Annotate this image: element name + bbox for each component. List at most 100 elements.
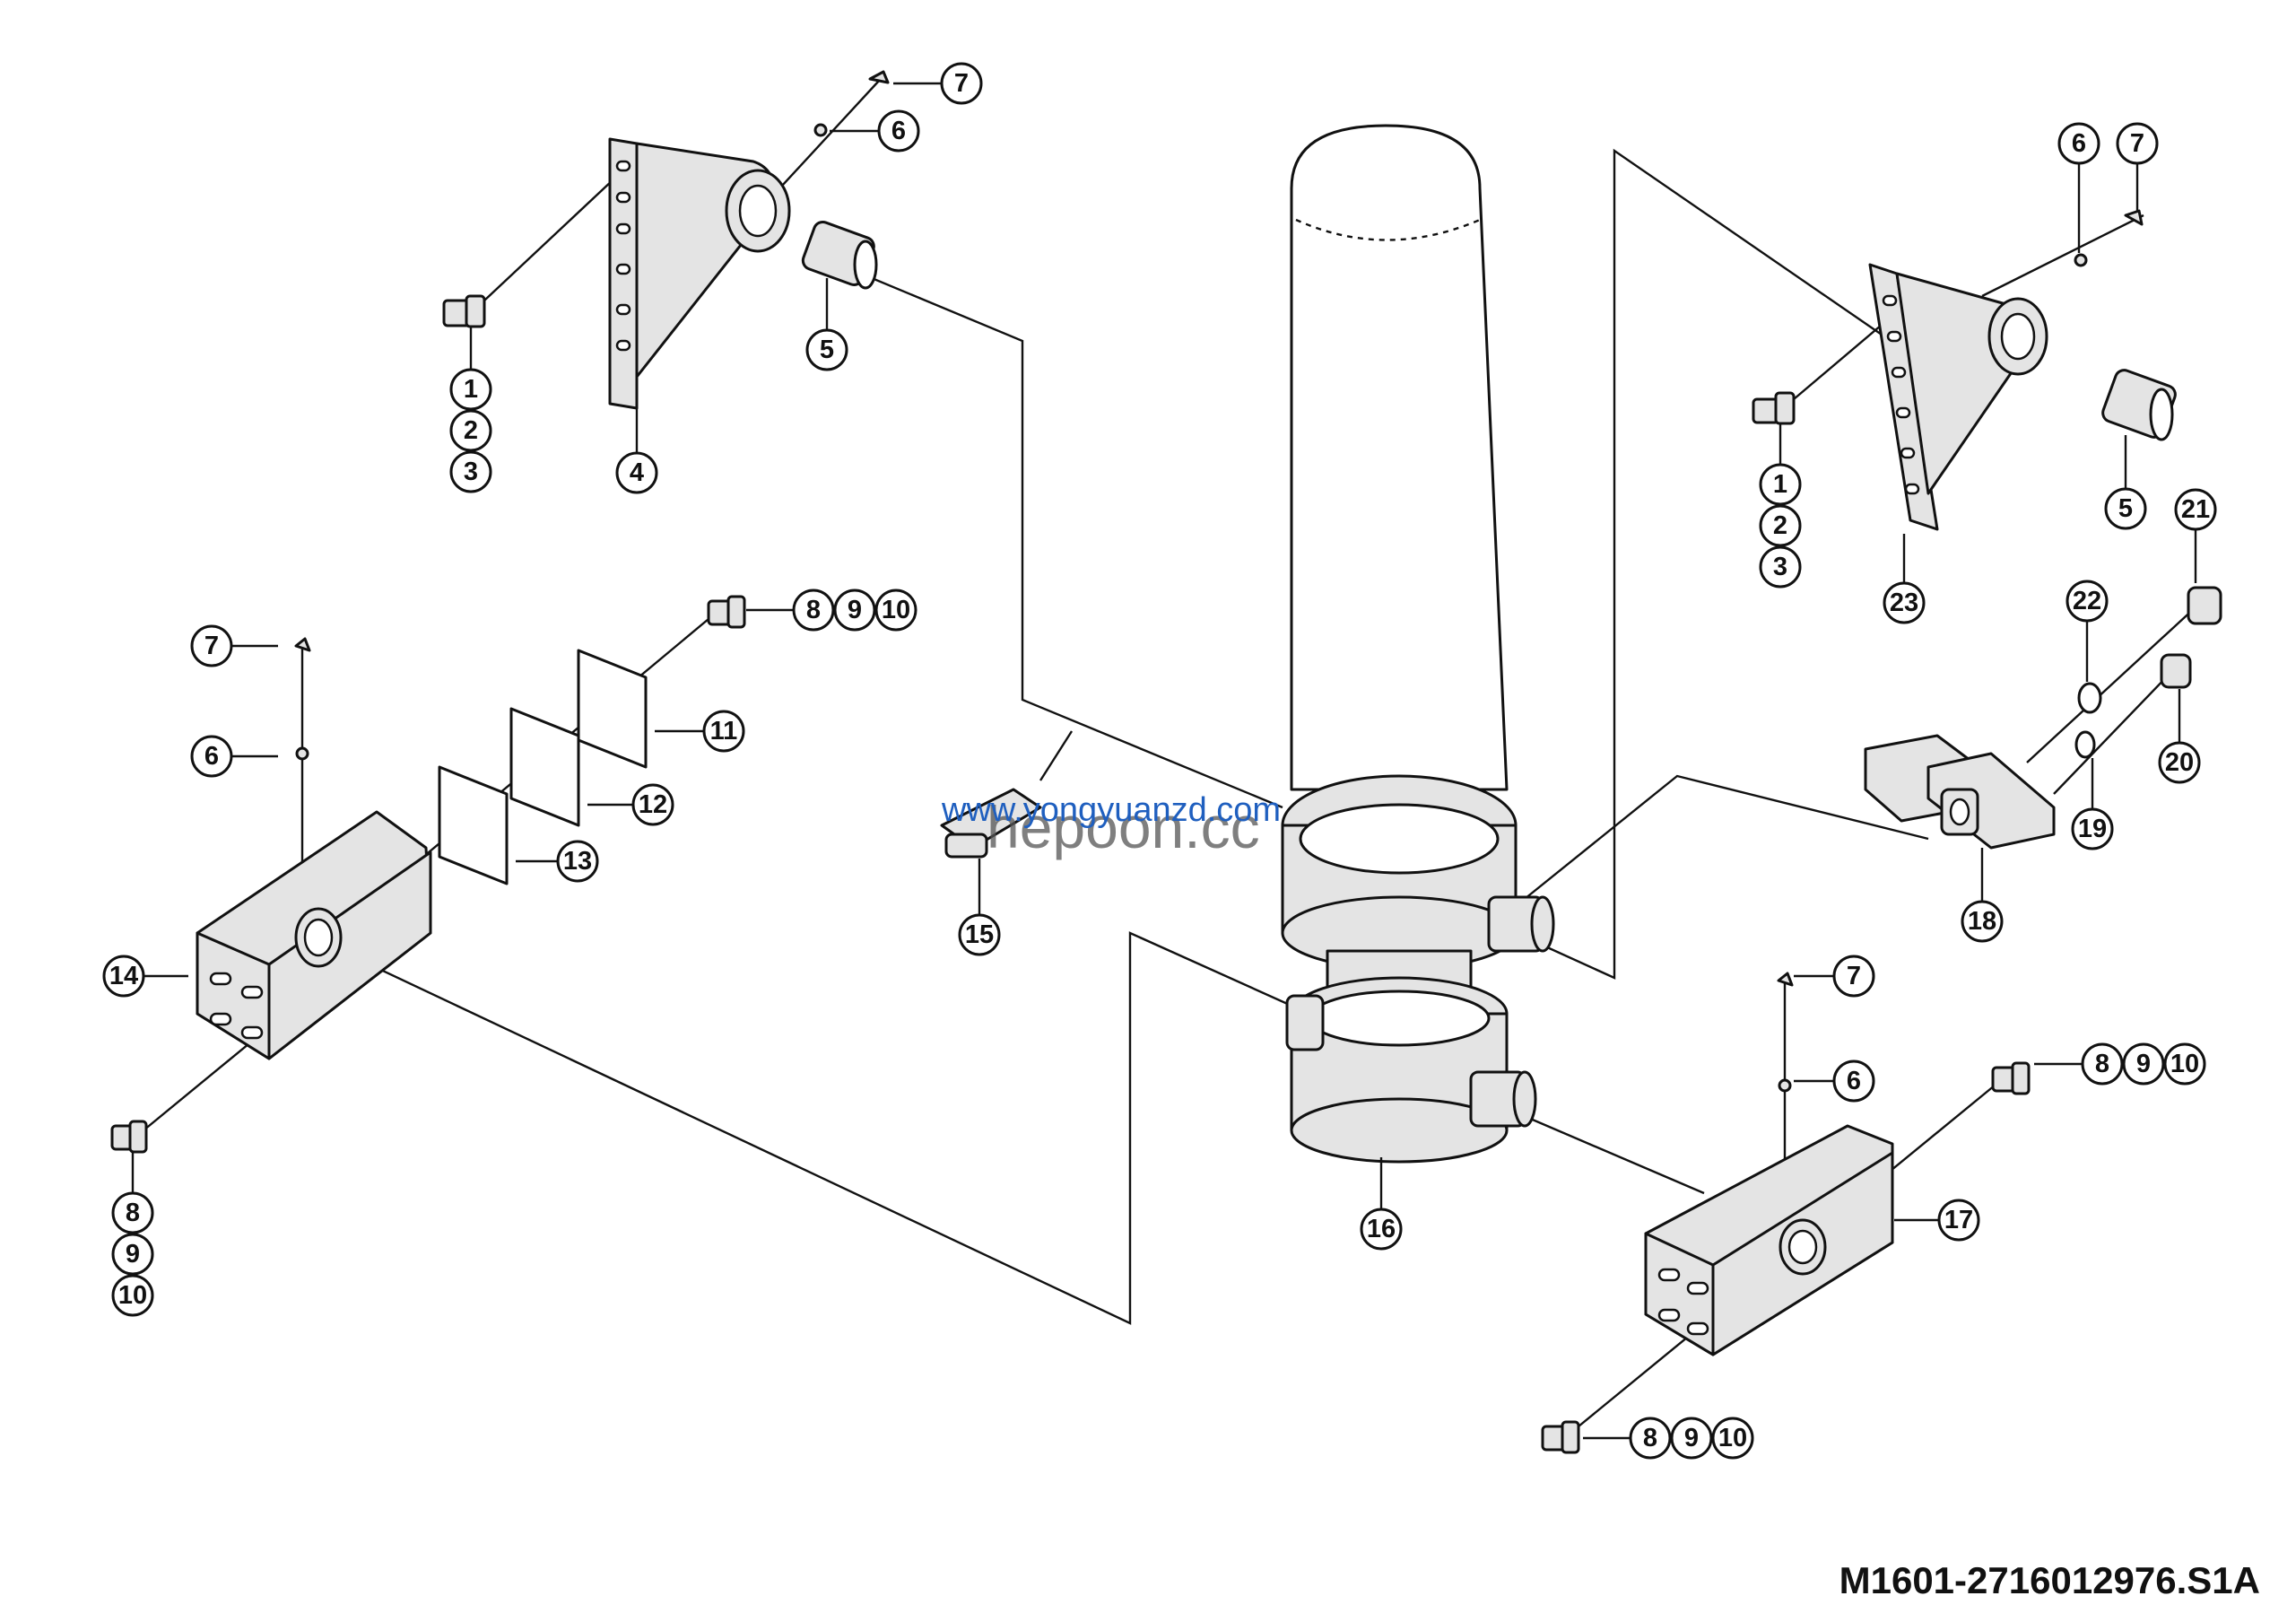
callout-22: 22 <box>2066 580 2109 623</box>
svg-text:13: 13 <box>563 847 592 876</box>
callout-5: 5 <box>805 328 848 371</box>
svg-text:10: 10 <box>118 1281 147 1310</box>
callout-10: 10 <box>111 1274 154 1317</box>
svg-text:20: 20 <box>2165 748 2194 777</box>
callout-16: 16 <box>1360 1208 1403 1251</box>
callout-3: 3 <box>449 450 492 493</box>
callout-9: 9 <box>111 1233 154 1276</box>
callout-2: 2 <box>1759 504 1802 547</box>
svg-text:9: 9 <box>126 1240 140 1269</box>
svg-text:11: 11 <box>710 717 738 746</box>
watermark-primary: www.yongyuanzd.com <box>941 791 1281 829</box>
callout-7: 7 <box>1832 955 1875 998</box>
svg-text:18: 18 <box>1968 907 1996 936</box>
svg-text:14: 14 <box>109 962 138 990</box>
svg-text:6: 6 <box>204 742 219 771</box>
callout-15: 15 <box>958 913 1001 956</box>
right-grease-fitting <box>2074 209 2144 267</box>
callout-2: 2 <box>449 409 492 452</box>
svg-text:7: 7 <box>954 69 969 98</box>
callout-5: 5 <box>2104 487 2147 530</box>
left-base-mount <box>196 810 432 1060</box>
callout-9: 9 <box>1670 1417 1713 1460</box>
callout-10: 10 <box>1711 1417 1754 1460</box>
callout-12: 12 <box>631 783 674 826</box>
svg-text:21: 21 <box>2181 495 2210 524</box>
callout-23: 23 <box>1883 581 1926 624</box>
svg-text:22: 22 <box>2073 587 2101 615</box>
callout-11: 11 <box>702 710 745 753</box>
callout-9: 9 <box>833 589 876 632</box>
svg-text:9: 9 <box>2136 1050 2151 1078</box>
callout-1: 1 <box>1759 463 1802 506</box>
svg-text:3: 3 <box>464 458 478 486</box>
svg-text:1: 1 <box>1773 470 1787 499</box>
left-bushing <box>801 220 878 290</box>
svg-text:7: 7 <box>204 632 219 660</box>
callout-20: 20 <box>2158 741 2201 784</box>
svg-text:17: 17 <box>1944 1206 1973 1234</box>
pressure-sensor <box>940 730 1074 859</box>
callout-4: 4 <box>615 451 658 494</box>
svg-text:7: 7 <box>1847 962 1861 990</box>
svg-text:12: 12 <box>639 790 667 819</box>
callout-6: 6 <box>1832 1060 1875 1103</box>
left-bracket-bolt <box>442 294 486 328</box>
right-base-bolts <box>1541 1061 2031 1454</box>
svg-text:8: 8 <box>2095 1050 2109 1078</box>
svg-text:23: 23 <box>1890 589 1918 617</box>
callout-8: 8 <box>2081 1042 2124 1086</box>
callout-6: 6 <box>2057 122 2100 165</box>
svg-text:8: 8 <box>1643 1424 1657 1452</box>
valve-fittings <box>2074 586 2222 759</box>
svg-text:15: 15 <box>965 920 994 949</box>
left-mounting-bracket <box>608 137 791 410</box>
callout-21: 21 <box>2174 488 2217 531</box>
svg-text:9: 9 <box>1684 1424 1699 1452</box>
shim-plates <box>438 649 648 885</box>
callout-8: 8 <box>111 1191 154 1234</box>
right-base-mount <box>1644 1124 1894 1356</box>
svg-text:10: 10 <box>882 596 910 624</box>
callout-3: 3 <box>1759 545 1802 589</box>
svg-text:7: 7 <box>2130 129 2144 158</box>
callout-10: 10 <box>874 589 918 632</box>
callout-19: 19 <box>2071 807 2114 850</box>
left-grease-fitting <box>813 70 890 137</box>
callout-8: 8 <box>1629 1417 1672 1460</box>
callout-1: 1 <box>449 368 492 411</box>
svg-text:6: 6 <box>891 117 906 145</box>
callout-8: 8 <box>792 589 835 632</box>
callout-17: 17 <box>1937 1199 1980 1242</box>
svg-text:8: 8 <box>806 596 821 624</box>
valve-block <box>1864 734 2056 850</box>
svg-text:2: 2 <box>1773 511 1787 540</box>
callout-bubbles: 7 6 5 1 2 3 4 7 6 8 9 10 11 12 13 14 8 9… <box>102 62 2217 1460</box>
svg-text:5: 5 <box>2118 494 2133 523</box>
callout-13: 13 <box>556 840 599 883</box>
watermark-secondary: hepoon.cc <box>987 794 1260 860</box>
callout-18: 18 <box>1961 900 2004 943</box>
right-mounting-bracket <box>1868 263 2048 531</box>
right-base-grease-fitting <box>1777 972 1794 1093</box>
callout-14: 14 <box>102 955 145 998</box>
svg-text:9: 9 <box>848 596 862 624</box>
svg-text:5: 5 <box>820 336 834 364</box>
svg-text:3: 3 <box>1773 553 1787 581</box>
right-bushing <box>2101 369 2177 441</box>
hydraulic-cylinder <box>1281 124 1555 1164</box>
callout-7: 7 <box>2116 122 2159 165</box>
svg-text:10: 10 <box>2170 1050 2199 1078</box>
callout-10: 10 <box>2163 1042 2206 1086</box>
svg-text:1: 1 <box>464 375 478 404</box>
svg-text:2: 2 <box>464 416 478 445</box>
drawing-code: M1601-2716012976.S1A <box>1839 1559 2260 1601</box>
svg-text:6: 6 <box>1847 1067 1861 1095</box>
right-bracket-bolt <box>1752 391 1796 425</box>
svg-text:16: 16 <box>1367 1215 1396 1243</box>
svg-text:4: 4 <box>630 458 644 487</box>
left-base-bolts <box>110 595 746 1154</box>
callout-9: 9 <box>2122 1042 2165 1086</box>
svg-text:8: 8 <box>126 1199 140 1227</box>
